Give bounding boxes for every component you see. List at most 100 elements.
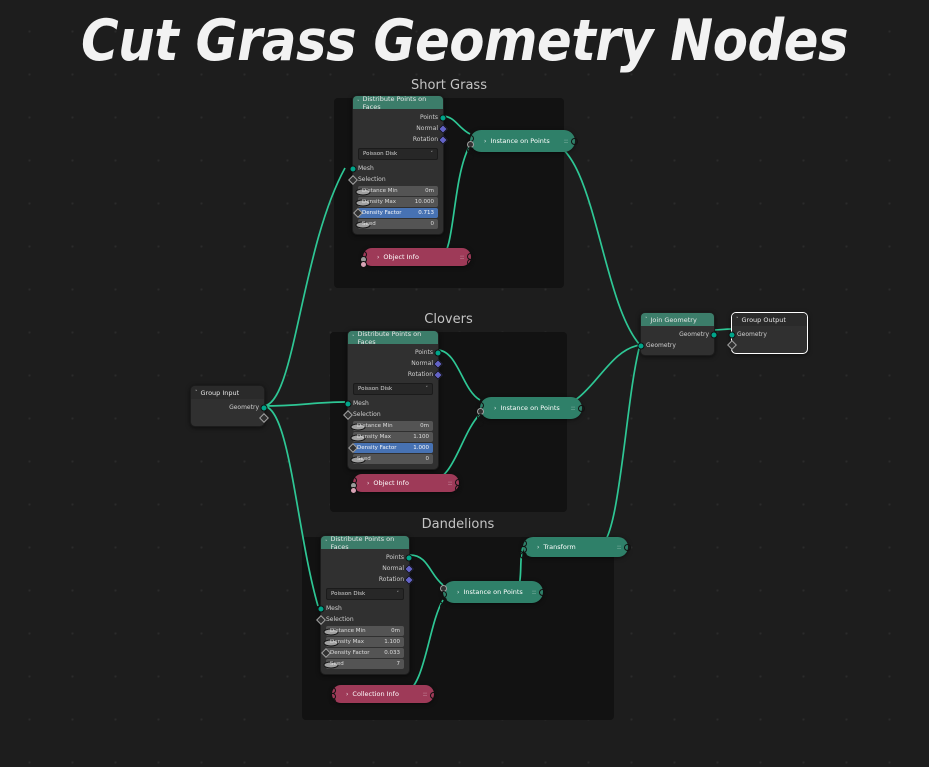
chevron-down-icon[interactable]: ˅	[425, 386, 429, 392]
node-dots-icon: ::	[570, 404, 575, 412]
group-output-title: Group Output	[741, 315, 786, 324]
node-join-geometry[interactable]: ˅ Join Geometry Geometry Geometry	[637, 312, 718, 356]
field-label: Seed	[330, 661, 344, 667]
field-distance-min[interactable]: Distance Min 0m	[355, 186, 438, 196]
socket-instances-output[interactable]	[539, 589, 546, 596]
socket-instances-output[interactable]	[578, 405, 585, 412]
socket-row-normal: Normal	[348, 358, 443, 369]
chevron-right-icon[interactable]: ›	[537, 543, 540, 551]
socket-points-output[interactable]	[405, 554, 413, 561]
socket-mesh-input[interactable]	[349, 165, 357, 172]
socket-density-max-input[interactable]	[323, 639, 339, 647]
socket-density-max-input[interactable]	[350, 434, 366, 442]
node-group-output[interactable]: ˅ Group Output Geometry	[727, 312, 808, 354]
chevron-right-icon[interactable]: ›	[494, 404, 497, 412]
node-object-info-short-grass[interactable]: › Object Info ::	[360, 248, 476, 268]
field-seed[interactable]: Seed 0	[350, 454, 433, 464]
field-label: Distance Min	[362, 188, 398, 194]
socket-transform-input[interactable]	[350, 487, 357, 494]
chevron-down-icon[interactable]: ˅	[352, 334, 355, 341]
field-value: 10.000	[414, 199, 434, 205]
field-density-max[interactable]: Density Max 10.000	[355, 197, 438, 207]
group-output-header[interactable]: ˅ Group Output	[732, 313, 807, 326]
field-distance-min[interactable]: Distance Min 0m	[350, 421, 433, 431]
node-distribute-points-clovers[interactable]: ˅ Distribute Points on Faces Points Norm…	[343, 330, 443, 470]
socket-points-output[interactable]	[439, 114, 447, 121]
node-instance-on-points-clovers[interactable]: › Instance on Points ::	[475, 397, 585, 429]
socket-geometry-output[interactable]	[260, 404, 268, 411]
socket-geometry-output[interactable]	[430, 692, 437, 699]
field-density-max[interactable]: Density Max 1.100	[323, 637, 404, 647]
distribute-method-dropdown[interactable]: Poisson Disk ˅	[353, 383, 433, 395]
distribute-points-header[interactable]: ˅ Distribute Points on Faces	[353, 95, 443, 111]
field-density-max[interactable]: Density Max 1.100	[350, 432, 433, 442]
chevron-right-icon[interactable]: ›	[457, 588, 460, 596]
socket-label-geometry-in: Geometry	[646, 342, 676, 349]
chevron-down-icon[interactable]: ˅	[645, 316, 648, 323]
chevron-right-icon[interactable]: ›	[484, 137, 487, 145]
socket-distance-min-input[interactable]	[350, 423, 366, 431]
socket-geometry-output[interactable]	[710, 331, 718, 338]
chevron-down-icon[interactable]: ˅	[736, 316, 739, 323]
node-instance-on-points-dandelions[interactable]: › Instance on Points ::	[438, 581, 546, 612]
node-distribute-points-dandelions[interactable]: ˅ Distribute Points on Faces Points Norm…	[316, 535, 414, 675]
chevron-right-icon[interactable]: ›	[346, 690, 349, 698]
join-geometry-header[interactable]: ˅ Join Geometry	[641, 313, 714, 326]
group-input-header[interactable]: ˅ Group Input	[191, 386, 264, 399]
chevron-down-icon[interactable]: ˅	[357, 99, 360, 106]
socket-geometry-input[interactable]	[637, 342, 645, 349]
socket-mesh-input[interactable]	[344, 400, 352, 407]
socket-points-output[interactable]	[434, 349, 442, 356]
field-density-factor[interactable]: Density Factor 1.000	[348, 443, 433, 453]
field-seed[interactable]: Seed 0	[355, 219, 438, 229]
socket-transform-input[interactable]	[360, 261, 367, 268]
field-value: 7	[396, 661, 401, 667]
node-transform[interactable]: › Transform ::	[518, 537, 631, 561]
field-label: Density Max	[330, 639, 365, 645]
node-collection-info[interactable]: › Collection Info ::	[329, 685, 437, 705]
socket-geometry-input[interactable]	[728, 331, 736, 338]
distribute-method-dropdown[interactable]: Poisson Disk ˅	[358, 148, 438, 160]
field-value: 1.000	[413, 445, 429, 451]
node-instance-on-points-short-grass[interactable]: › Instance on Points ::	[465, 130, 578, 162]
chevron-down-icon[interactable]: ˅	[195, 389, 198, 396]
chevron-down-icon[interactable]: ˅	[325, 539, 328, 546]
field-label: Distance Min	[357, 423, 393, 429]
chevron-right-icon[interactable]: ›	[367, 479, 370, 487]
socket-seed-input[interactable]	[355, 221, 371, 229]
chevron-down-icon[interactable]: ˅	[430, 151, 434, 157]
socket-instances-output[interactable]	[571, 138, 578, 145]
socket-virtual-input[interactable]	[727, 339, 737, 350]
chevron-right-icon[interactable]: ›	[377, 253, 380, 261]
socket-mesh-input[interactable]	[317, 605, 325, 612]
node-distribute-points-short-grass[interactable]: ˅ Distribute Points on Faces Points Norm…	[348, 95, 448, 235]
socket-distance-min-input[interactable]	[355, 188, 371, 196]
socket-virtual-output[interactable]	[259, 412, 269, 423]
field-density-factor[interactable]: Density Factor 0.713	[353, 208, 438, 218]
socket-reset-children-input[interactable]	[329, 698, 336, 705]
socket-row-mesh: Mesh	[349, 163, 443, 174]
socket-row-mesh: Mesh	[317, 603, 409, 614]
chevron-down-icon[interactable]: ˅	[396, 591, 400, 597]
socket-seed-input[interactable]	[323, 661, 339, 669]
field-density-factor[interactable]: Density Factor 0.033	[321, 648, 404, 658]
node-group-input[interactable]: ˅ Group Input Geometry	[190, 385, 269, 427]
field-value: 0m	[425, 188, 434, 194]
distribute-points-header[interactable]: ˅ Distribute Points on Faces	[321, 535, 409, 551]
node-object-info-clovers[interactable]: › Object Info ::	[350, 474, 464, 494]
field-seed[interactable]: Seed 7	[323, 659, 404, 669]
socket-row-rotation: Rotation	[353, 134, 448, 145]
socket-seed-input[interactable]	[350, 456, 366, 464]
socket-geometry-output-2[interactable]	[455, 485, 462, 492]
socket-density-max-input[interactable]	[355, 199, 371, 207]
distribute-points-header[interactable]: ˅ Distribute Points on Faces	[348, 330, 438, 346]
object-info-title: Object Info	[383, 253, 419, 261]
instance-on-points-title: Instance on Points	[490, 137, 550, 145]
socket-row-geometry-in: Geometry	[637, 340, 714, 351]
distribute-method-dropdown[interactable]: Poisson Disk ˅	[326, 588, 404, 600]
socket-geometry-output[interactable]	[624, 544, 631, 551]
socket-geometry-output-2[interactable]	[467, 259, 474, 266]
socket-distance-min-input[interactable]	[323, 628, 339, 636]
field-distance-min[interactable]: Distance Min 0m	[323, 626, 404, 636]
field-value: 1.100	[384, 639, 400, 645]
